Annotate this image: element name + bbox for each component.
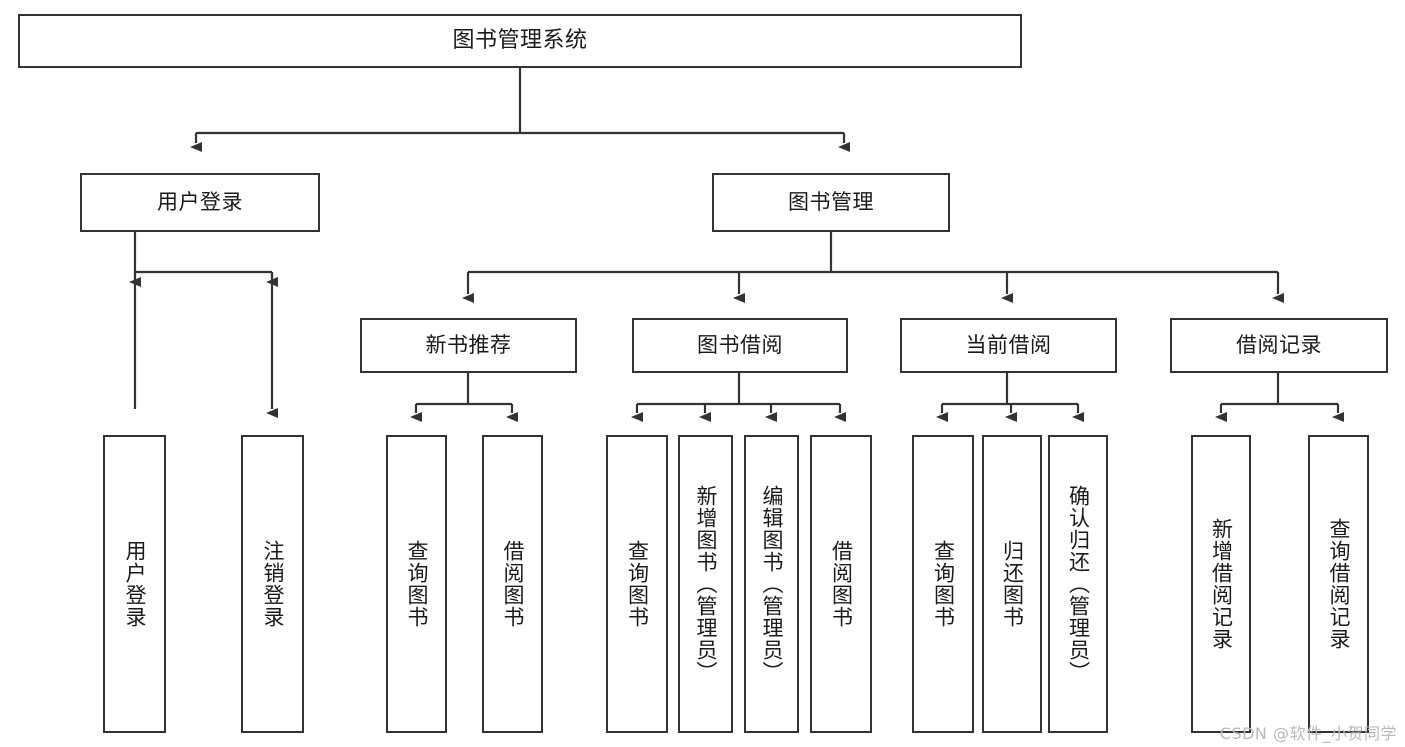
node-root-label: 图书管理系统	[452, 27, 588, 53]
node-leaf-query-record[interactable]: 查询借阅记录	[1308, 435, 1369, 733]
node-leaf-query-book-2[interactable]: 查询图书	[606, 435, 668, 733]
node-leaf-user-login[interactable]: 用户登录	[103, 435, 166, 733]
node-root[interactable]: 图书管理系统	[18, 14, 1022, 68]
node-user-login[interactable]: 用户登录	[80, 173, 320, 232]
node-leaf-edit-book[interactable]: 编辑图书（管理员）	[744, 435, 799, 733]
node-leaf-borrow-book-1[interactable]: 借阅图书	[482, 435, 543, 733]
node-leaf-user-logout[interactable]: 注销登录	[241, 435, 304, 733]
node-leaf-borrow-book-1-label: 借阅图书	[500, 540, 525, 628]
node-new-book-recommend[interactable]: 新书推荐	[360, 318, 577, 373]
node-book-borrow[interactable]: 图书借阅	[632, 318, 848, 373]
node-leaf-user-login-label: 用户登录	[122, 540, 147, 628]
node-leaf-return-book-label: 归还图书	[1000, 540, 1025, 628]
node-book-management[interactable]: 图书管理	[712, 173, 950, 232]
node-leaf-query-record-label: 查询借阅记录	[1326, 518, 1351, 650]
node-current-borrow[interactable]: 当前借阅	[900, 318, 1117, 373]
node-leaf-query-book-3-label: 查询图书	[931, 540, 956, 628]
node-leaf-add-record-label: 新增借阅记录	[1209, 518, 1234, 650]
node-leaf-add-book-label: 新增图书（管理员）	[693, 485, 718, 683]
node-leaf-confirm-return-label: 确认归还（管理员）	[1066, 485, 1091, 683]
csdn-watermark: CSDN @软件_小贺同学	[1219, 724, 1397, 743]
node-user-login-label: 用户登录	[157, 189, 243, 214]
node-book-management-label: 图书管理	[788, 189, 874, 214]
node-leaf-query-book-3[interactable]: 查询图书	[912, 435, 974, 733]
node-book-borrow-label: 图书借阅	[697, 332, 783, 357]
node-new-book-recommend-label: 新书推荐	[425, 332, 512, 357]
node-leaf-query-book-1-label: 查询图书	[404, 540, 429, 628]
node-borrow-record[interactable]: 借阅记录	[1170, 318, 1388, 373]
node-current-borrow-label: 当前借阅	[965, 332, 1052, 357]
node-borrow-record-label: 借阅记录	[1236, 332, 1322, 357]
node-leaf-add-book[interactable]: 新增图书（管理员）	[678, 435, 733, 733]
node-leaf-query-book-2-label: 查询图书	[625, 540, 650, 628]
node-leaf-user-logout-label: 注销登录	[260, 540, 285, 628]
node-leaf-borrow-book-2[interactable]: 借阅图书	[810, 435, 872, 733]
node-leaf-return-book[interactable]: 归还图书	[982, 435, 1042, 733]
node-leaf-borrow-book-2-label: 借阅图书	[829, 540, 854, 628]
node-leaf-add-record[interactable]: 新增借阅记录	[1191, 435, 1251, 733]
node-leaf-confirm-return[interactable]: 确认归还（管理员）	[1048, 435, 1108, 733]
node-leaf-edit-book-label: 编辑图书（管理员）	[759, 485, 784, 683]
node-leaf-query-book-1[interactable]: 查询图书	[386, 435, 447, 733]
